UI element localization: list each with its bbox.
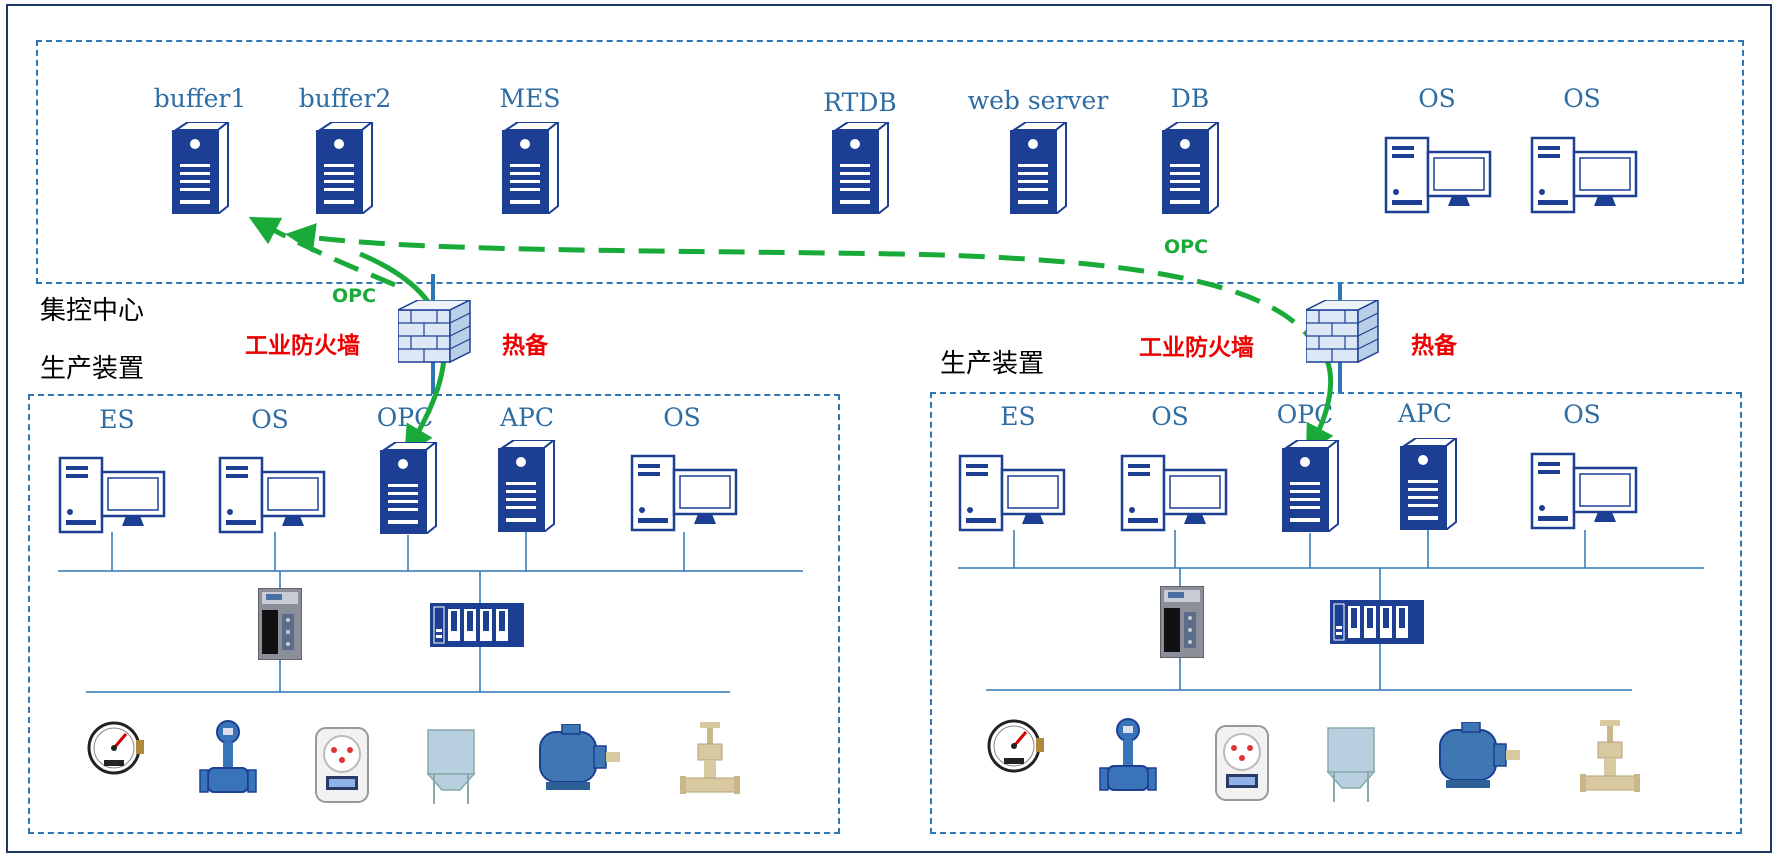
valve-icon	[680, 722, 740, 794]
server-icon	[1282, 440, 1340, 532]
device-label-plant2-apc: APC	[1397, 399, 1453, 428]
server-icon	[498, 440, 556, 532]
device-label-db: DB	[1170, 84, 1210, 113]
device-label-center-os-2: OS	[1563, 84, 1601, 113]
meter-icon	[1215, 725, 1269, 801]
device-label-plant2-os-1: OS	[1151, 402, 1189, 431]
motor-icon	[1439, 722, 1520, 788]
firewall-2-label: 工业防火墙	[1139, 335, 1254, 361]
device-label-plant1-apc: APC	[499, 403, 555, 432]
plant-zone-1-title: 生产装置	[40, 354, 145, 384]
plant-zone-2	[930, 392, 1742, 834]
io-module-icon	[1330, 600, 1424, 644]
workstation-icon	[958, 454, 1066, 532]
standby-2-label: 热备	[1411, 333, 1457, 359]
controller-icon	[1160, 586, 1204, 658]
motor-icon	[539, 724, 620, 790]
plant-zone-2-title: 生产装置	[940, 349, 1045, 379]
workstation-icon	[1384, 136, 1492, 214]
valve-icon	[1580, 720, 1640, 792]
device-label-center-os-1: OS	[1418, 84, 1456, 113]
server-icon	[1400, 438, 1458, 530]
server-icon	[1010, 122, 1068, 214]
device-label-buffer2: buffer2	[298, 84, 392, 113]
meter-icon	[315, 727, 369, 803]
center-zone	[36, 40, 1744, 284]
server-icon	[172, 122, 230, 214]
io-module-icon	[430, 603, 524, 647]
device-label-buffer1: buffer1	[153, 84, 247, 113]
device-label-rtdb: RTDB	[823, 88, 897, 117]
device-label-plant1-os-1: OS	[251, 405, 289, 434]
device-label-plant2-os-2: OS	[1563, 400, 1601, 429]
server-icon	[380, 442, 438, 534]
firewall-icon	[1306, 300, 1379, 364]
pressure-gauge-icon	[87, 721, 144, 775]
device-label-plant2-es: ES	[1000, 402, 1036, 431]
workstation-icon	[1530, 136, 1638, 214]
opc-link-2-label: OPC	[1164, 236, 1209, 258]
standby-1-label: 热备	[502, 333, 548, 359]
diagram-frame	[6, 4, 1772, 853]
device-label-plant1-es: ES	[99, 405, 135, 434]
controller-icon	[258, 588, 302, 660]
workstation-icon	[1120, 454, 1228, 532]
workstation-icon	[58, 456, 166, 534]
server-icon	[832, 122, 890, 214]
tank-icon	[426, 729, 476, 804]
device-label-web-server: web server	[967, 86, 1109, 115]
device-label-plant1-os-2: OS	[663, 403, 701, 432]
firewall-icon	[398, 300, 471, 364]
flowmeter-icon	[199, 720, 257, 793]
workstation-icon	[1530, 452, 1638, 530]
opc-link-1-label: OPC	[332, 285, 377, 307]
workstation-icon	[630, 454, 738, 532]
server-icon	[1162, 122, 1220, 214]
flowmeter-icon	[1099, 718, 1157, 791]
server-icon	[316, 122, 374, 214]
pressure-gauge-icon	[987, 719, 1044, 773]
device-label-mes: MES	[499, 84, 561, 113]
server-icon	[502, 122, 560, 214]
firewall-1-label: 工业防火墙	[245, 333, 360, 359]
tank-icon	[1326, 727, 1376, 802]
center-zone-title: 集控中心	[40, 296, 145, 326]
workstation-icon	[218, 456, 326, 534]
